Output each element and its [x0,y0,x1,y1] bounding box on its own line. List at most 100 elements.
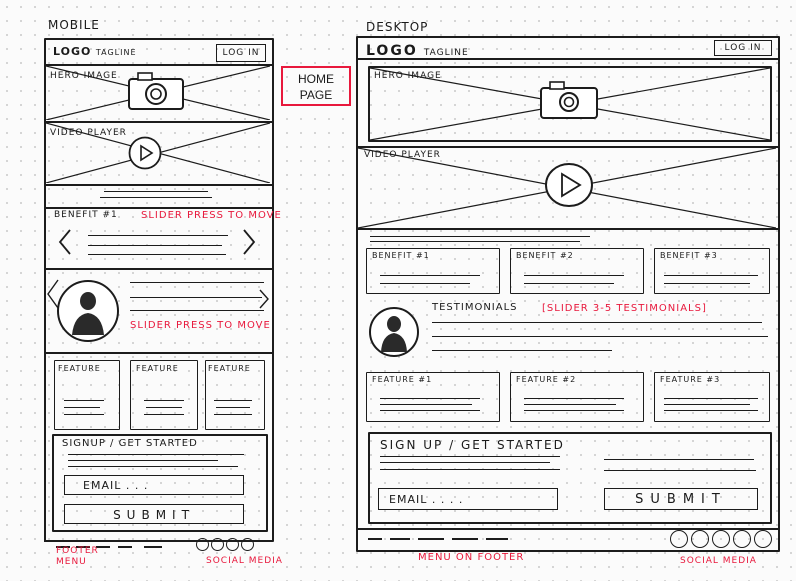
social-icon[interactable] [691,530,709,548]
desktop-menu-footer-note: MENU ON FOOTER [418,552,525,563]
mobile-benefit-label: BENEFIT #1 [54,210,118,220]
desktop-footer-divider [356,528,778,530]
desktop-text-line [380,469,560,470]
camera-icon [540,81,598,119]
mobile-logo: LOGO TAGLINE [53,45,137,58]
desktop-text-line [524,404,616,405]
desktop-social-note: SOCIAL MEDIA [680,556,757,566]
chevron-right-icon[interactable] [258,288,270,310]
footer-menu-item[interactable] [390,538,410,540]
desktop-header-divider [356,58,778,60]
mobile-tagline: TAGLINE [95,48,137,57]
desktop-text-line [524,275,624,276]
mobile-social-icons [196,538,256,556]
desktop-text-line [524,398,624,399]
mobile-video-label: VIDEO PLAYER [50,128,127,138]
chevron-right-icon[interactable] [242,228,256,256]
mobile-hero-label: HERO IMAGE [50,71,118,81]
desktop-benefit-card [510,248,644,294]
mobile-text-line [146,407,182,408]
mobile-hero-divider [44,121,272,123]
mobile-title: MOBILE [48,18,100,32]
social-icon[interactable] [670,530,688,548]
desktop-text-line [524,410,624,411]
social-icon[interactable] [196,538,209,551]
mobile-text-line [88,235,228,236]
desktop-title: DESKTOP [366,20,429,34]
play-icon[interactable] [544,162,594,208]
desktop-login-button[interactable]: LOG IN [714,40,772,56]
avatar [369,307,419,357]
footer-menu-item[interactable] [76,546,90,548]
footer-menu-item[interactable] [418,538,444,540]
mobile-text-line [130,310,264,311]
footer-menu-item[interactable] [56,546,70,548]
desktop-text-line [380,456,560,457]
mobile-email-field[interactable]: EMAIL . . . [64,475,244,495]
desktop-text-line [380,283,470,284]
mobile-text-line [144,400,184,401]
mobile-text-line [68,466,238,467]
desktop-feature-label: FEATURE #3 [660,375,721,384]
social-icon[interactable] [712,530,730,548]
mobile-feature-label: FEATURE [136,364,179,373]
mobile-testimonial-divider [44,268,272,270]
social-icon[interactable] [226,538,239,551]
footer-menu-item[interactable] [96,546,110,548]
chevron-left-icon[interactable] [58,228,72,256]
desktop-benefit-label: BENEFIT #2 [516,251,574,260]
footer-menu-item[interactable] [486,538,508,540]
mobile-submit-button[interactable]: SUBMIT [64,504,244,524]
social-icon[interactable] [754,530,772,548]
desktop-social-icons [670,530,775,553]
mobile-login-button[interactable]: LOG IN [216,44,266,62]
desktop-testimonials-label: TESTIMONIALS [432,302,518,313]
mobile-text-line [130,297,262,298]
chevron-left-icon[interactable] [46,274,60,314]
desktop-feature-label: FEATURE #1 [372,375,433,384]
desktop-text-line [432,350,612,351]
desktop-feature-card [510,372,644,422]
desktop-hero-label: HERO IMAGE [374,71,442,81]
mobile-footer-divider [44,540,272,542]
home-page-label: HOME PAGE [281,66,351,106]
desktop-text-line [664,283,750,284]
mobile-text-line [88,254,226,255]
desktop-text-line [380,410,480,411]
mobile-header-divider [44,64,272,66]
desktop-feature-label: FEATURE #2 [516,375,577,384]
footer-note-line1: FOOTER [56,546,99,556]
mobile-text-line [214,400,252,401]
desktop-text-line [380,462,550,463]
mobile-text-line [144,414,184,415]
footer-note-line2: MENU [56,557,87,567]
desktop-logo: LOGO TAGLINE [366,43,469,59]
footer-menu-item[interactable] [144,546,162,548]
play-icon[interactable] [128,136,162,170]
desktop-text-line [664,404,750,405]
social-icon[interactable] [211,538,224,551]
mobile-slider-note: SLIDER PRESS TO MOVE [141,210,282,221]
desktop-text-line [380,398,480,399]
mobile-feature-label: FEATURE [208,364,251,373]
social-icon[interactable] [241,538,254,551]
mobile-text-line [214,414,252,415]
desktop-email-field[interactable]: EMAIL . . . . [378,488,558,510]
mobile-footer-menu-note: FOOTER MENU [56,546,99,568]
footer-menu-item[interactable] [118,546,132,548]
social-icon[interactable] [733,530,751,548]
mobile-feature-card [205,360,265,430]
desktop-submit-button[interactable]: SUBMIT [604,488,758,510]
desktop-text-line [370,236,590,237]
desktop-text-line [380,275,480,276]
mobile-text-line [100,197,212,198]
footer-menu-item[interactable] [452,538,478,540]
footer-menu-item[interactable] [368,538,382,540]
desktop-benefit-card [654,248,770,294]
desktop-text-line [604,459,754,460]
avatar [57,280,119,342]
desktop-text-line [664,398,758,399]
desktop-video-bottom [356,228,778,230]
desktop-text-line [664,410,758,411]
mobile-text-line [64,400,104,401]
